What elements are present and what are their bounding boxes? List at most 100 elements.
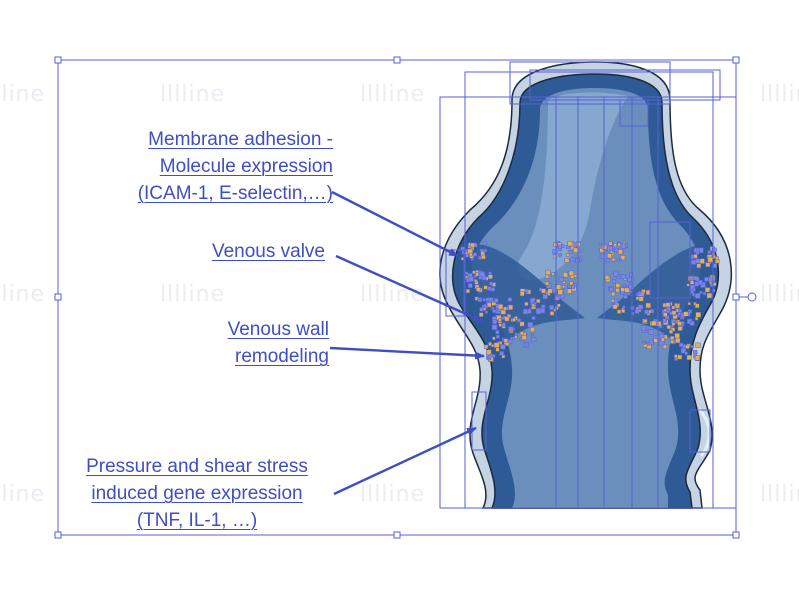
handle-bottom-center[interactable] [393,531,401,539]
valve-cell-particle [693,254,698,259]
valve-cell-particle [686,354,692,360]
valve-cell-particle [670,339,675,344]
valve-cell-particle [674,303,678,307]
valve-cell-particle [689,321,695,326]
valve-cell-particle [660,337,665,342]
leader-arrows [329,190,485,496]
valve-cell-particle [638,304,644,310]
valve-cell-particle [575,258,580,263]
valve-cell-particle [488,271,492,275]
valve-cell-particle [611,257,616,262]
valve-cell-particle [670,327,676,332]
valve-cell-particle [558,253,562,257]
valve-cell-particle [629,272,633,277]
group-bbox-5 [619,99,649,127]
vein-lumen [471,88,701,508]
valve-cell-particle [645,289,651,295]
handle-top-left[interactable] [54,56,62,64]
handle-middle-right[interactable] [732,293,740,301]
valve-cell-particle [531,337,537,343]
valve-cell-particle [469,252,473,257]
valve-cell-particle [617,309,622,314]
valve-cell-particle [608,241,613,246]
valve-cell-particle [604,275,610,280]
valve-cell-particle [478,256,483,260]
valve-cell-particle [524,289,529,293]
valve-cell-particle [524,301,529,306]
valve-cell-particle [562,285,566,289]
valve-cell-particle [483,285,488,290]
valve-cell-particle [545,281,550,286]
valve-cells-left [460,241,582,362]
group-bbox-2 [464,71,714,509]
valve-cell-particle [488,274,493,280]
valve-cell-particle [523,343,527,347]
valve-cell-particle [570,257,576,263]
valve-cell-particle [478,312,484,317]
valve-cell-particle [541,288,546,294]
valve-cell-particle [620,287,626,293]
valve-cell-particle [645,302,651,309]
valve-cell-particle [468,283,473,288]
valve-cell-particle [662,344,668,349]
valve-cell-particle [495,334,500,339]
valve-cell-particle [571,284,576,289]
valve-cell-particle [691,345,695,349]
valve-cell-particle [663,312,668,317]
valve-cell-particle [482,307,487,311]
valve-cell-particle [677,354,683,360]
valve-cell-particle [514,335,518,339]
label-membrane-adhesion[interactable]: Membrane adhesion - Molecule expression … [138,126,333,207]
valve-cell-particle [610,250,614,254]
valve-cell-particle [491,306,495,310]
label-line: Molecule expression [159,156,333,177]
handle-bottom-left[interactable] [54,531,62,539]
valve-cell-particle [695,342,701,348]
valve-cell-particle [509,326,514,331]
valve-cell-particle [479,271,485,277]
valve-cell-particle [598,243,602,247]
valve-cell-particle [557,289,564,295]
valve-cell-particle [665,302,671,308]
valve-cell-particle [507,297,513,302]
valve-cell-particle [470,242,475,248]
valve-cell-particle [545,274,550,279]
valve-cell-particle [483,344,489,349]
handle-bottom-right[interactable] [732,531,740,539]
valve-cell-particle [549,311,555,316]
valve-cell-particle [621,308,626,313]
handle-top-right[interactable] [732,56,740,64]
selection-handles [54,56,757,539]
valve-cell-particle [653,338,658,343]
label-venous-valve[interactable]: Venous valve [212,238,325,265]
valve-cell-particle [500,344,506,350]
valve-cell-particle [474,279,478,283]
valve-cell-particle [612,304,618,310]
valve-cell-particle [487,355,492,359]
valve-cell-particle [702,292,707,296]
valve-cell-particle [614,248,619,253]
valve-cell-particle [623,294,628,299]
valve-cell-particle [491,300,497,306]
valve-cell-particle [617,249,623,255]
valve-cell-particle [465,289,470,294]
valve-cell-particle [669,329,673,334]
label-line: remodeling [235,346,329,367]
valve-cell-particle [677,321,682,326]
handle-top-center[interactable] [393,56,401,64]
label-venous-wall-remodeling[interactable]: Venous wall remodeling [228,316,329,370]
valve-cell-particle [651,320,657,326]
valve-cell-particle [612,279,617,284]
label-pressure-shear-stress[interactable]: Pressure and shear stress induced gene e… [58,453,336,534]
valve-cell-particle [609,287,614,292]
valve-cell-particle [498,318,502,322]
valve-cell-particle [667,307,671,311]
valve-cell-particle [610,291,616,297]
valve-cell-particle [687,302,691,306]
label-line: Pressure and shear stress [86,456,308,477]
handle-middle-left[interactable] [54,293,62,301]
arrow-adhesion [331,190,459,258]
rotate-handle[interactable] [747,292,757,302]
valve-cell-particle [492,354,496,358]
group-bbox-9 [689,409,711,453]
